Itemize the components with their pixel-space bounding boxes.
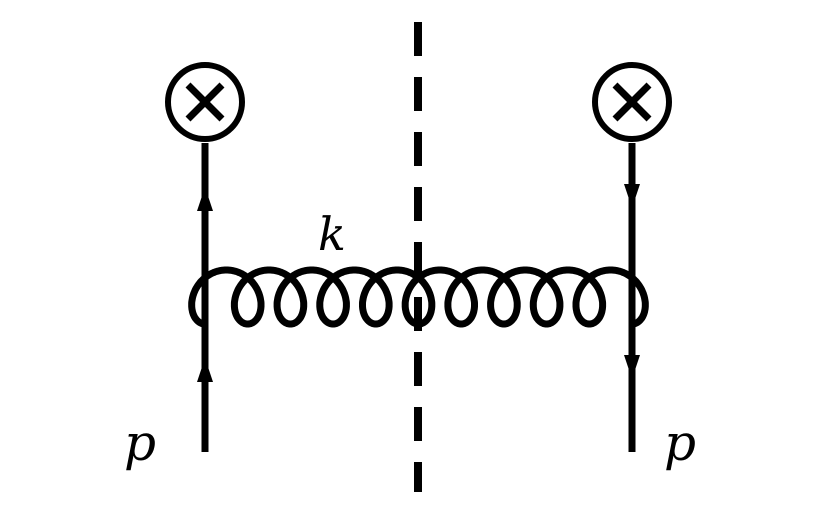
right-quark-upper-arrow (624, 184, 640, 208)
left-quark-upper-arrow (197, 187, 213, 211)
left-otimes-icon (165, 62, 245, 142)
left-quark-momentum-label: p (124, 414, 156, 472)
right-otimes-icon (592, 62, 672, 142)
left-quark-lower-arrow (197, 358, 213, 382)
gluon-momentum-label: k (318, 207, 346, 261)
right-quark-lower-arrow (624, 355, 640, 379)
gluon-propagator (188, 266, 649, 328)
right-quark-momentum-label: p (664, 414, 696, 472)
